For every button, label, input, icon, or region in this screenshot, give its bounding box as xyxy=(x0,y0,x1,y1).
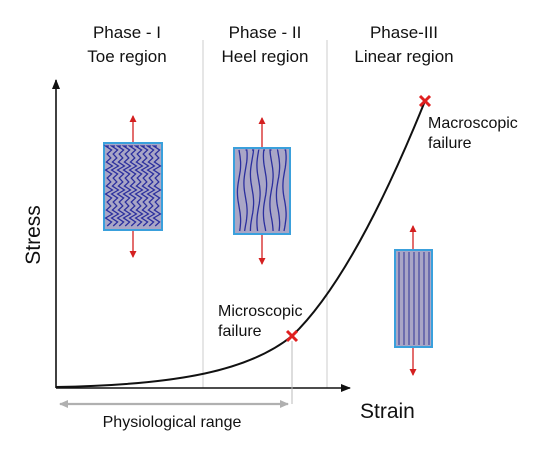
microscopic-failure-label-line2: failure xyxy=(218,323,262,340)
macroscopic-failure-marker xyxy=(418,94,432,108)
physiological-range-label: Physiological range xyxy=(103,414,242,431)
macroscopic-failure-label-line1: Macroscopic xyxy=(428,115,518,132)
y-axis-label: Stress xyxy=(22,205,45,265)
microscopic-failure-marker xyxy=(285,329,299,343)
fiber-box-heel-region xyxy=(233,117,291,265)
phase-2-subtitle: Heel region xyxy=(222,47,309,66)
phase-3-subtitle: Linear region xyxy=(354,47,453,66)
phase-1-subtitle: Toe region xyxy=(87,47,166,66)
phase-2-title: Phase - II xyxy=(229,23,302,42)
microscopic-failure-label-line1: Microscopic xyxy=(218,303,302,320)
phase-3-title: Phase-III xyxy=(370,23,438,42)
fiber-box-linear-region xyxy=(394,225,433,376)
phase-1-title: Phase - I xyxy=(93,23,161,42)
macroscopic-failure-label-line2: failure xyxy=(428,135,472,152)
fiber-box-toe-region xyxy=(103,115,163,258)
x-axis-label: Strain xyxy=(360,400,415,423)
